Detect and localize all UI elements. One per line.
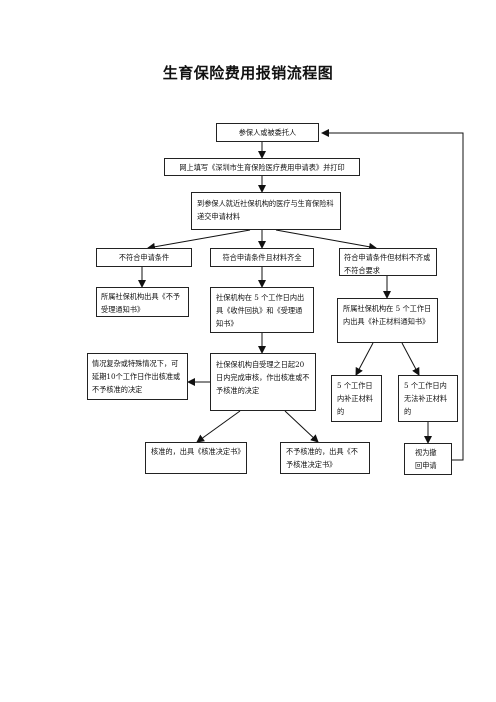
node-supplemented: 5 个工作日内补正材料的 bbox=[331, 375, 382, 422]
node-extension: 情况复杂或特殊情况下，可延期10个工作日作出核准或不予核准的决定 bbox=[87, 353, 188, 400]
node-not-supplemented: 5 个工作日内无法补正材料的 bbox=[398, 375, 458, 422]
page-title: 生育保险费用报销流程图 bbox=[162, 64, 334, 82]
arrow-n16-n1 bbox=[321, 129, 464, 461]
node-acceptance-notice: 社保机构在 5 个工作日内出具《收件回执》和《受理通知书》 bbox=[210, 287, 314, 333]
arrow-n11-n15 bbox=[284, 410, 319, 443]
arrow-n3-n6 bbox=[275, 229, 377, 251]
node-eligible-complete: 符合申请条件且材料齐全 bbox=[210, 248, 314, 267]
node-withdrawn: 视为撤回申请 bbox=[404, 443, 452, 475]
node-fill-form: 网上填写《深圳市生育保险医疗费用申请表》并打印 bbox=[164, 158, 360, 176]
node-review: 社保保机构自受理之日起20日内完成审核，作出核准或不予核准的决定 bbox=[210, 353, 316, 411]
arrow-n3-n4 bbox=[147, 229, 251, 251]
arrow-n11-n14 bbox=[196, 410, 241, 443]
arrow-n9-n12 bbox=[355, 342, 374, 376]
node-eligible-incomplete: 符合申请条件但材料不齐或不符合要求 bbox=[339, 248, 437, 276]
node-not-eligible: 不符合申请条件 bbox=[96, 248, 192, 267]
node-rejection-notice: 所属社保机构出具《不予受理通知书》 bbox=[96, 287, 189, 317]
node-supplement-notice: 所属社保机构在 5 个工作日内出具《补正材料通知书》 bbox=[337, 298, 438, 343]
node-rejected: 不予核准的，出具《不予核准决定书》 bbox=[280, 442, 370, 474]
node-applicant: 参保人或被委托人 bbox=[216, 123, 319, 142]
node-submit-materials: 到参保人就近社保机构的医疗与生育保险科递交申请材料 bbox=[191, 192, 341, 230]
node-approved: 核准的，出具《核准决定书》 bbox=[145, 442, 247, 474]
arrow-n9-n13 bbox=[401, 342, 420, 376]
